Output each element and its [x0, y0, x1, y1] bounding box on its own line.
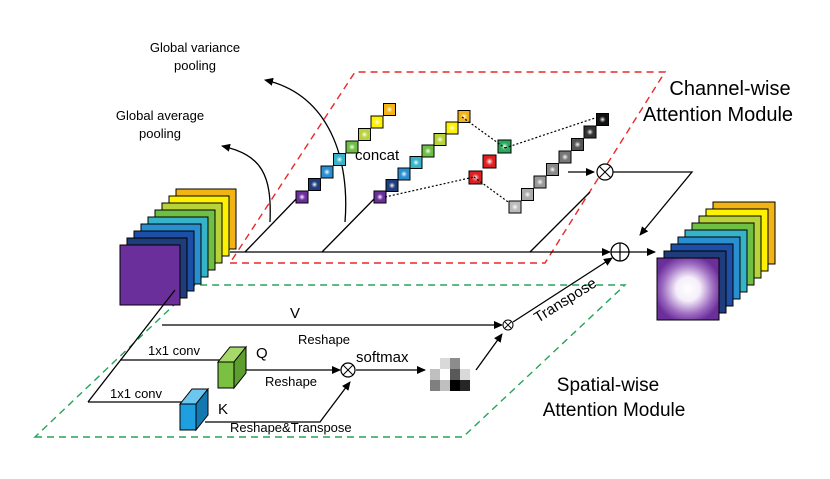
reshape-transpose-label: Reshape&Transpose: [230, 420, 352, 435]
cell-glow: [460, 113, 468, 120]
global-variance-label: Global variance: [150, 40, 240, 55]
cell-glow: [386, 106, 393, 113]
attention-cell: [450, 358, 460, 369]
fc-node-glow: [500, 142, 509, 151]
output-feature-stack: [656, 201, 776, 321]
q-label: Q: [256, 345, 268, 362]
reshape-q-label: Reshape: [265, 374, 317, 389]
cell-glow: [574, 141, 581, 148]
input-layer: [119, 244, 181, 306]
cell-glow: [348, 143, 356, 151]
cell-glow: [373, 118, 381, 126]
attention-map-icon: [430, 358, 470, 391]
spatial-multiply-icon: [502, 319, 514, 331]
cell-glow: [586, 128, 594, 136]
attention-cell: [460, 358, 470, 369]
channel-multiply-icon: [596, 163, 614, 181]
attention-cell: [430, 358, 440, 369]
k-conv-block: [178, 387, 210, 432]
cell-glow: [448, 124, 456, 132]
channel-module-region: [228, 71, 667, 264]
weight-chain: [508, 113, 609, 214]
conv-q-label: 1x1 conv: [148, 343, 201, 358]
attention-cell: [430, 369, 440, 380]
spatial-module-region: [33, 284, 627, 438]
fc-node-glow: [485, 157, 494, 166]
cell-glow: [511, 203, 519, 211]
cell-glow: [323, 168, 331, 176]
cell-glow: [424, 147, 432, 155]
conv-k-label: 1x1 conv: [110, 386, 163, 401]
attention-cell: [430, 380, 440, 391]
input-feature-stack: [119, 188, 237, 306]
cell-glow: [298, 193, 306, 201]
softmax-multiply-icon: [340, 362, 356, 378]
global-average-label: Global average: [116, 108, 204, 123]
global-average-arrow: [221, 143, 271, 223]
attention-cell: [450, 369, 460, 380]
cell-glow: [400, 170, 408, 178]
spatial-module-title-2: Attention Module: [543, 400, 686, 421]
cell-glow: [549, 166, 556, 173]
cell-glow: [599, 116, 606, 123]
cell-glow: [536, 178, 544, 186]
global-average-label-2: pooling: [139, 126, 181, 141]
global-variance-label-2: pooling: [174, 58, 216, 73]
cell-glow: [361, 131, 368, 138]
cell-glow: [388, 182, 396, 189]
attention-cell: [460, 369, 470, 380]
attention-cell: [460, 380, 470, 391]
concat-label: concat: [355, 147, 400, 164]
attention-cell: [440, 380, 450, 391]
cell-glow: [561, 153, 569, 161]
add-node-icon: [610, 242, 630, 262]
softmax-label: softmax: [356, 349, 409, 366]
cell-glow: [311, 181, 318, 188]
cell-glow: [376, 193, 384, 201]
q-conv-block: [216, 345, 248, 390]
descriptor-chain-variance: [295, 103, 396, 204]
channel-module-title: Channel-wise: [669, 78, 790, 100]
attention-cell: [440, 358, 450, 369]
channel-module-title-2: Attention Module: [643, 104, 793, 126]
output-layer: [656, 257, 720, 321]
spatial-module-title: Spatial-wise: [557, 375, 659, 396]
cell-glow: [336, 156, 343, 163]
attention-cell: [450, 380, 460, 391]
cell-glow: [524, 191, 531, 198]
attention-cell: [440, 369, 450, 380]
reshape-v-label: Reshape: [298, 332, 350, 347]
k-label: K: [218, 401, 228, 418]
descriptor-chain-average: [373, 110, 471, 204]
v-label: V: [290, 305, 300, 322]
cell-glow: [412, 159, 420, 166]
global-variance-arrow: [264, 77, 347, 223]
cell-glow: [436, 136, 444, 143]
